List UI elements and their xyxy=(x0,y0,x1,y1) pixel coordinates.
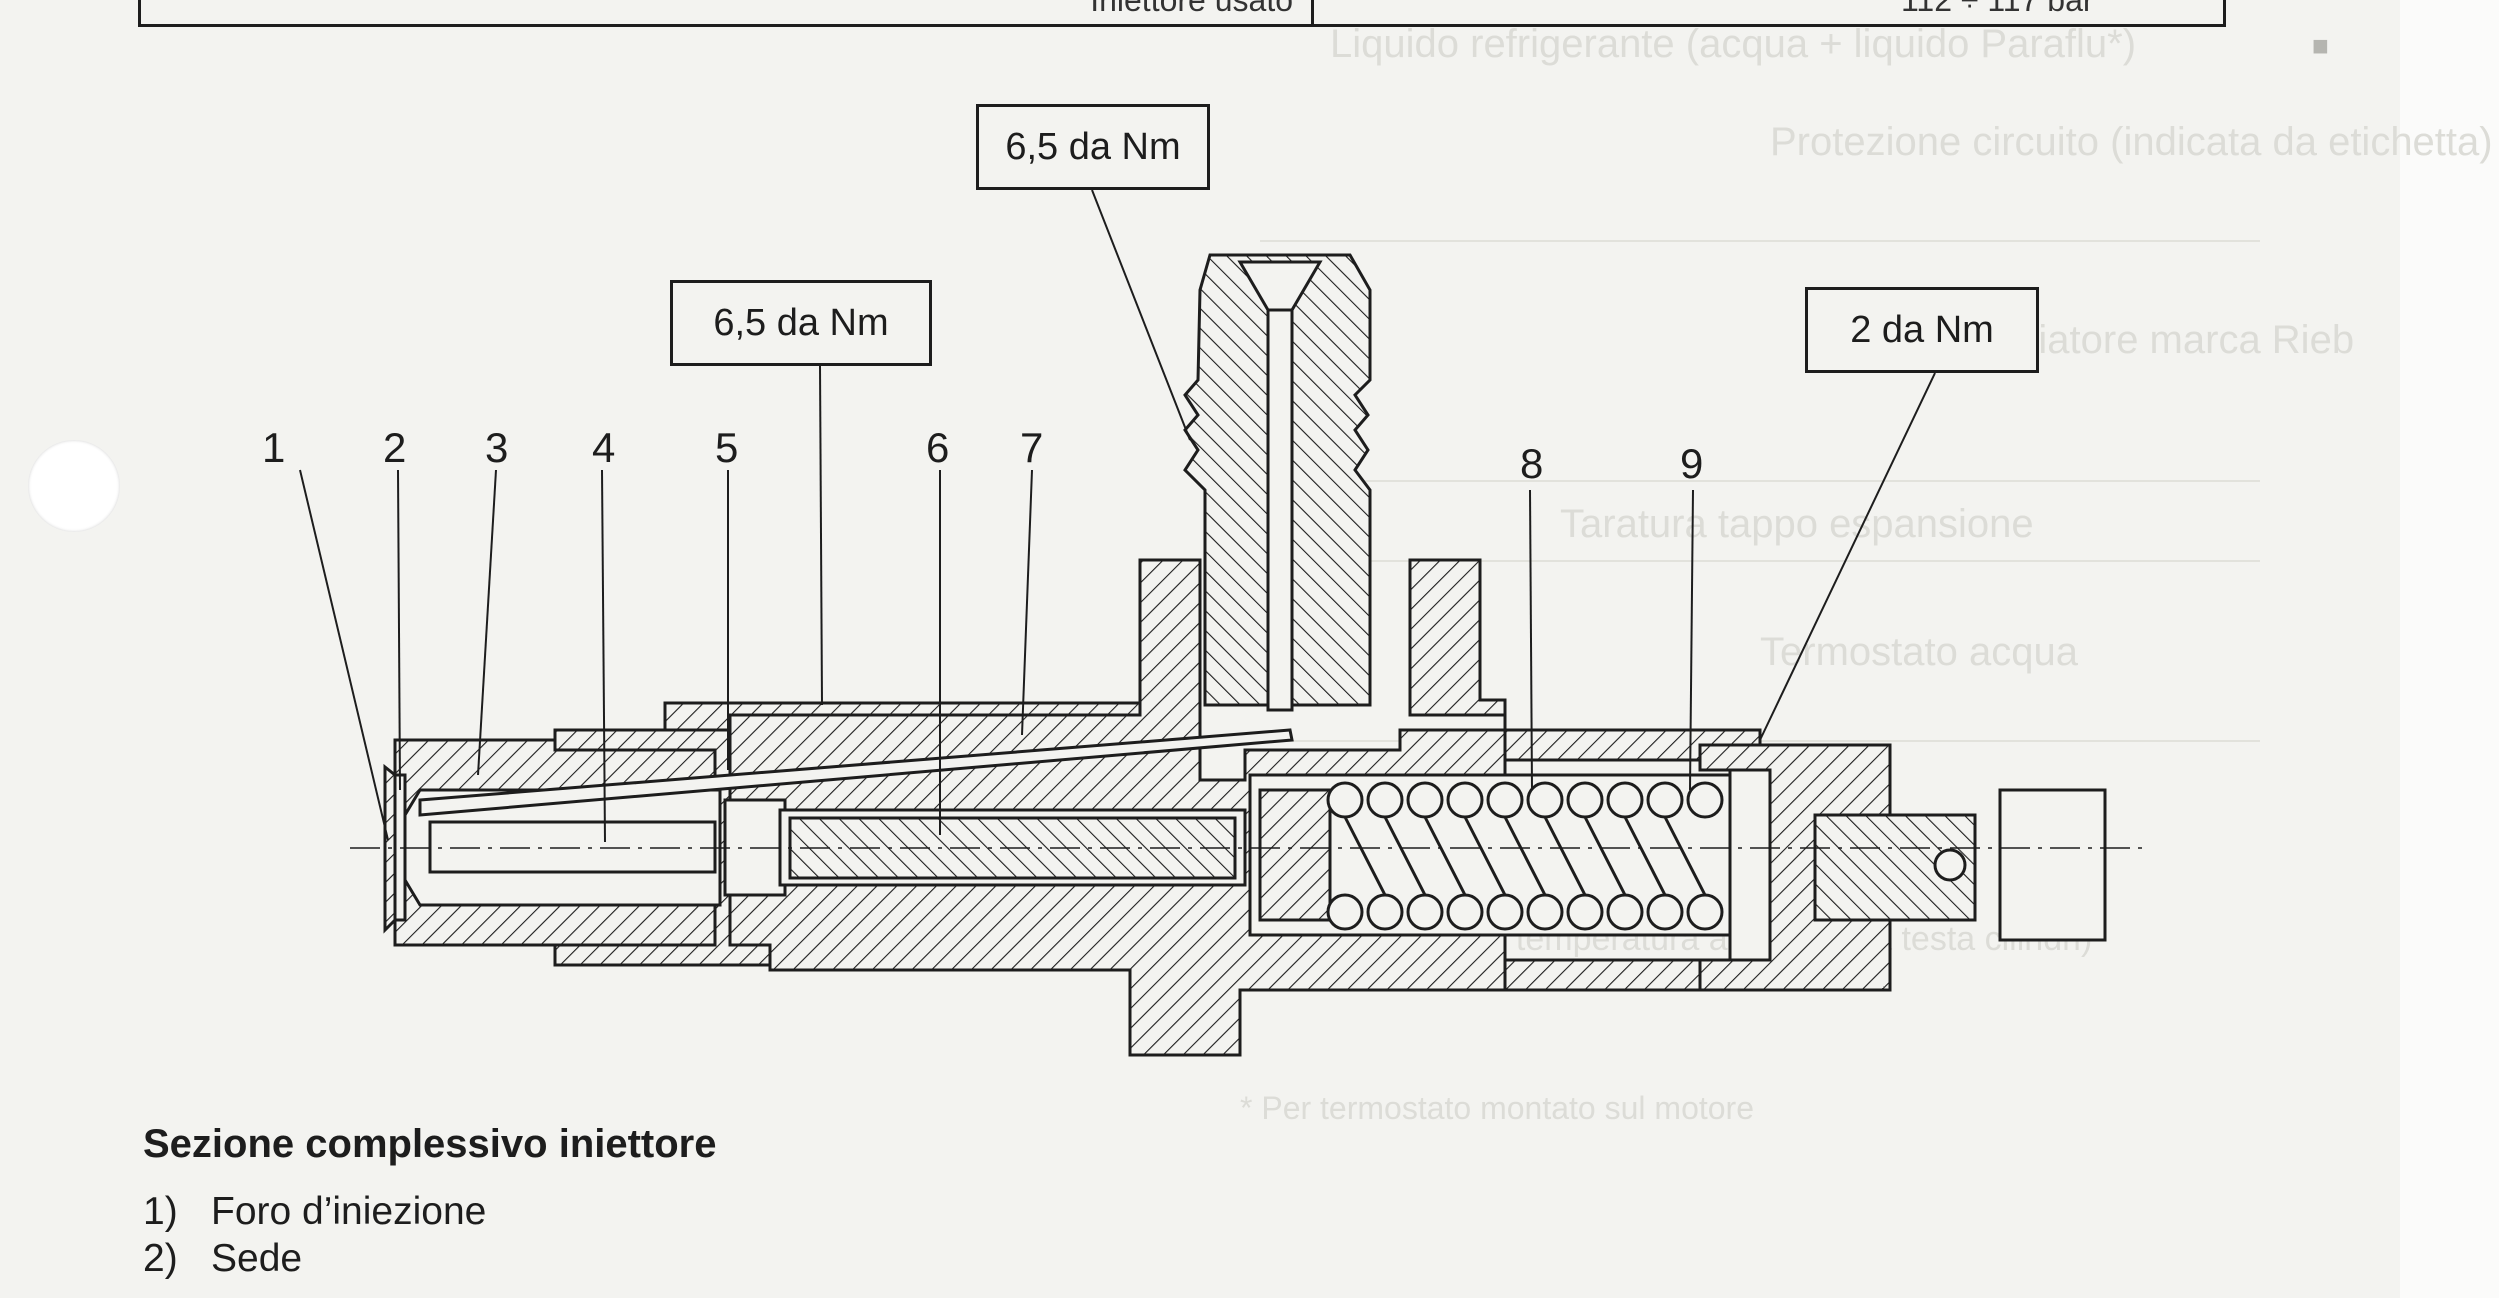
table-cell-right: 112 ÷ 117 bar xyxy=(1901,0,2094,18)
spring-seat xyxy=(1258,788,1332,922)
table-cell-divider xyxy=(1311,0,1314,24)
inlet-cone xyxy=(1237,260,1323,312)
leader-8 xyxy=(1529,489,1533,791)
legend-item: 1) Foro d’iniezione xyxy=(143,1190,486,1234)
spring-cap-plate xyxy=(1728,768,1772,962)
show-through-text-4: Taratura tappo espansione xyxy=(1560,502,2034,546)
adjust-screw-hole xyxy=(1933,848,1967,882)
show-through-text-7: * Per termostato montato sul motore xyxy=(1240,1090,1754,1126)
lock-nut xyxy=(1998,788,2107,942)
side-mark: ■ xyxy=(2312,30,2329,61)
leader-torque-right xyxy=(1759,372,1936,741)
leader-4 xyxy=(601,469,606,843)
part-number-8: 8 xyxy=(1520,440,1544,487)
spec-table-bottom-row: Iniettore usato 112 ÷ 117 bar xyxy=(138,0,2226,27)
torque-label-top: 6,5 da Nm xyxy=(976,104,1210,190)
show-through-rule xyxy=(1260,480,2260,482)
show-through-rule xyxy=(1260,560,2260,562)
legend-item-text: Sede xyxy=(211,1237,303,1280)
legend-item-number: 2) xyxy=(143,1237,178,1280)
punch-hole xyxy=(28,440,120,532)
legend-item-number: 1) xyxy=(143,1190,178,1233)
leader-torque-top xyxy=(1091,189,1191,441)
inlet-channel xyxy=(1266,308,1294,712)
leader-9 xyxy=(1689,489,1694,791)
torque-label-right: 2 da Nm xyxy=(1805,287,2039,373)
leader-7 xyxy=(1021,469,1033,736)
show-through-text-2: Protezione circuito (indicata da etichet… xyxy=(1770,120,2493,164)
show-through-text-1: Liquido refrigerante (acqua + liquido Pa… xyxy=(1330,22,2137,66)
legend-item: 2) Sede xyxy=(143,1237,302,1281)
part-number-6: 6 xyxy=(926,424,950,471)
needle xyxy=(428,820,717,874)
show-through-text-5: Termostato acqua xyxy=(1760,630,2078,674)
torque-label-left: 6,5 da Nm xyxy=(670,280,932,366)
part-number-3: 3 xyxy=(485,424,509,471)
leader-2 xyxy=(397,469,401,791)
part-number-4: 4 xyxy=(592,424,616,471)
part-number-2: 2 xyxy=(383,424,407,471)
part-number-1: 1 xyxy=(262,424,286,471)
caption-title: Sezione complessivo iniettore xyxy=(143,1122,717,1166)
show-through-rule xyxy=(1260,240,2260,242)
fuel-duct xyxy=(418,728,1294,817)
page-edge xyxy=(2400,0,2499,1298)
leader-1 xyxy=(299,469,389,841)
part-number-9: 9 xyxy=(1680,440,1704,487)
leader-3 xyxy=(477,469,497,776)
part-number-7: 7 xyxy=(1020,424,1044,471)
table-cell-left: Iniettore usato xyxy=(1090,0,1293,18)
legend-item-text: Foro d’iniezione xyxy=(211,1190,487,1233)
part-number-5: 5 xyxy=(715,424,739,471)
leader-torque-left xyxy=(819,365,823,706)
